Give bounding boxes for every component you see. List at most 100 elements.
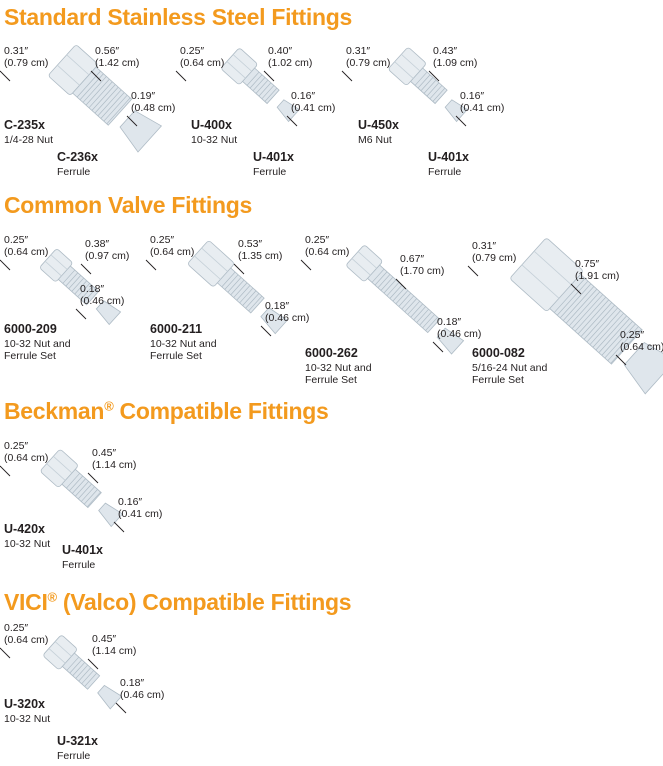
dimension-label: 0.38″(0.97 cm)	[85, 238, 129, 262]
thread-line	[598, 318, 630, 353]
thread-line	[380, 276, 394, 291]
dimension-cm: (1.02 cm)	[268, 57, 313, 69]
section-title-rest: (Valco) Compatible Fittings	[56, 589, 352, 615]
dimension-inch: 0.67″	[400, 253, 425, 265]
ferrule	[119, 110, 163, 153]
thread-line	[413, 306, 426, 321]
hex-edge	[232, 54, 252, 72]
dimension-line	[126, 115, 138, 127]
dimension-label: 0.25″(0.64 cm)	[305, 234, 349, 258]
ferrule	[276, 99, 300, 123]
thread-line	[245, 293, 260, 309]
thread-line	[423, 79, 437, 94]
thread-line	[230, 279, 245, 296]
thread-line	[83, 288, 96, 303]
ferrule	[98, 502, 124, 528]
dimension-cm: (1.91 cm)	[575, 270, 620, 282]
ferrule-part-number: C-236x	[57, 150, 98, 164]
fitting-6000-209	[40, 249, 122, 326]
thread-line	[429, 85, 443, 100]
part-number: U-320x	[4, 697, 45, 711]
hex-edge	[54, 641, 72, 657]
registered-mark: ®	[104, 398, 114, 414]
thread-line	[583, 304, 615, 340]
dimension-inch: 0.43″	[433, 45, 458, 57]
thread-line	[242, 290, 257, 306]
nut-hex-head	[40, 449, 78, 488]
thread-line	[248, 295, 263, 312]
hex-edge	[53, 455, 73, 474]
dimension-cm: (0.64 cm)	[180, 57, 225, 69]
dimension-cm: (0.64 cm)	[150, 246, 195, 258]
fitting-6000-262	[346, 245, 465, 355]
thread-line	[103, 94, 128, 122]
dimension-cm: (1.09 cm)	[433, 57, 478, 69]
thread-line	[407, 300, 420, 315]
dimension-line	[432, 341, 444, 353]
thread-line	[94, 86, 119, 114]
thread-line	[86, 491, 101, 508]
dimension-cm: (1.14 cm)	[92, 459, 137, 471]
dimension-cm: (1.35 cm)	[238, 250, 283, 262]
dimension-cm: (0.64 cm)	[305, 246, 350, 258]
dimension-cm: (1.70 cm)	[400, 265, 445, 277]
thread-line	[72, 478, 86, 494]
thread-line	[414, 71, 428, 86]
thread-line	[577, 299, 610, 335]
part-description: 10-32 Nut	[4, 713, 51, 725]
dimension-inch: 0.40″	[268, 45, 293, 57]
thread-line	[246, 71, 260, 86]
dimension-line	[0, 259, 11, 271]
thread-line	[565, 288, 598, 324]
thread-line	[91, 84, 116, 111]
section-title-text: Beckman	[4, 398, 105, 424]
part-number: 6000-211	[150, 322, 203, 336]
dimension-inch: 0.18″	[437, 316, 462, 328]
thread-line	[404, 298, 418, 313]
part-description: 10-32 Nut and	[4, 338, 71, 350]
thread-line	[239, 287, 254, 304]
dimension-line	[0, 70, 11, 82]
dimension-cm: (0.41 cm)	[291, 102, 336, 114]
ferrule	[97, 684, 123, 710]
dimension-line	[467, 265, 479, 277]
ferrule	[95, 300, 122, 326]
thread-line	[69, 659, 83, 674]
thread-line	[75, 481, 89, 497]
part-description: 10-32 Nut	[191, 134, 238, 146]
thread-line	[249, 74, 263, 89]
thread-line	[559, 283, 592, 319]
dimension-cm: (0.48 cm)	[131, 102, 176, 114]
dimension-line	[80, 263, 92, 275]
dimension-cm: (0.46 cm)	[265, 312, 310, 324]
ferrule-part-number: U-321x	[57, 734, 98, 748]
thread-line	[97, 89, 122, 117]
thread-line	[79, 73, 104, 101]
part-description: 10-32 Nut and	[305, 362, 372, 374]
dimension-cm: (0.64 cm)	[4, 452, 49, 464]
dimension-label: 0.43″(1.09 cm)	[433, 45, 477, 69]
section-title-text: Common Valve Fittings	[4, 192, 253, 218]
section-title: VICI® (Valco) Compatible Fittings	[4, 589, 352, 616]
registered-mark: ®	[47, 589, 58, 605]
thread-line	[62, 269, 76, 284]
thread-line	[553, 278, 586, 313]
dimension-inch: 0.18″	[120, 677, 145, 689]
hex-edge	[46, 463, 66, 481]
dimension-cm: (0.97 cm)	[85, 250, 130, 262]
thread-line	[410, 303, 423, 318]
thread-line	[85, 78, 110, 106]
thread-line	[261, 85, 275, 100]
hex-edge	[201, 247, 228, 272]
part-number: U-420x	[4, 522, 45, 536]
dimension-line	[395, 278, 407, 290]
thread-line	[80, 285, 93, 300]
hex-edge	[57, 64, 80, 86]
dimension-cm: (0.46 cm)	[80, 295, 125, 307]
thread-line	[264, 87, 278, 102]
part-number: 6000-209	[4, 322, 57, 336]
dimension-cm: (0.64 cm)	[4, 634, 49, 646]
dimension-inch: 0.25″	[150, 234, 175, 246]
thread-line	[233, 282, 248, 298]
dimension-inch: 0.18″	[265, 300, 290, 312]
